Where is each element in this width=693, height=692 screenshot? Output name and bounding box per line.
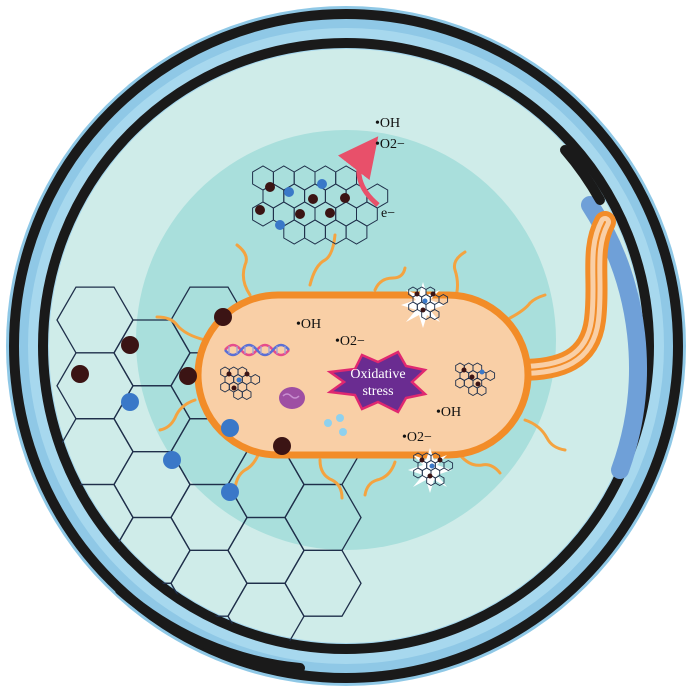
outside-o2-label: •O2−: [375, 137, 405, 152]
outside-oh-label: •OH: [375, 116, 400, 131]
small-graphene-dot: [317, 179, 327, 189]
nanoparticle-dot: [469, 374, 475, 380]
nanoparticle-dot: [419, 457, 425, 463]
dna-helix-icon: [224, 343, 290, 357]
graphene-dot: [121, 336, 139, 354]
nanoparticle-hex: [434, 474, 445, 487]
nanoparticle-hex: [429, 308, 440, 321]
nanoparticle-hex: [241, 388, 252, 401]
graphene-dot: [273, 437, 291, 455]
nanoparticle-dot: [422, 298, 428, 304]
nanoparticle-hex: [476, 384, 487, 397]
nanoparticle-dot: [461, 367, 467, 373]
small-graphene-dot: [275, 220, 285, 230]
small-graphene-dot: [308, 194, 318, 204]
graphene-hex: [284, 549, 362, 617]
graphene-dot: [214, 308, 232, 326]
graphene-dot: [163, 451, 181, 469]
graphene-dot: [179, 367, 197, 385]
nanoparticle-hex: [443, 459, 454, 472]
inside-o2-bottom-label: •O2−: [402, 430, 432, 445]
nanoparticle-dot: [429, 463, 435, 469]
graphene-dopant-dots: [71, 308, 291, 501]
electron-label: e−: [381, 206, 395, 221]
nanoparticle-dot: [427, 473, 433, 479]
nanoparticle-dot: [236, 377, 242, 383]
nanoparticle-hex: [438, 293, 449, 306]
small-graphene-dot: [325, 208, 335, 218]
nanoparticle-dot: [430, 291, 436, 297]
nanoparticle-dot: [414, 291, 420, 297]
stress-label-line2: stress: [362, 384, 393, 399]
nanoparticle-dot: [420, 307, 426, 313]
electron-arrow-icon: [337, 136, 380, 207]
small-graphene-dot: [255, 205, 265, 215]
inside-oh-bottom-label: •OH: [436, 405, 461, 420]
oxidative-stress-badge-icon: Oxidative stress: [326, 350, 428, 414]
graphene-dot: [221, 419, 239, 437]
graphene-dot: [121, 393, 139, 411]
nanoparticle-dot: [479, 369, 485, 375]
small-graphene-dot: [340, 193, 350, 203]
small-graphene-dot: [295, 209, 305, 219]
flagella: [155, 233, 567, 500]
graphene-dot: [71, 365, 89, 383]
nanoparticle-dot: [226, 371, 232, 377]
nanoparticle-dot: [437, 457, 443, 463]
inside-oh-top-label: •OH: [296, 317, 321, 332]
graphene-dot: [221, 483, 239, 501]
nanoparticle-hex: [250, 373, 261, 386]
nanoparticle-hex: [485, 369, 496, 382]
nanoparticle-dot: [475, 381, 481, 387]
small-graphene-dot: [284, 187, 294, 197]
nanoparticle-dot: [244, 371, 250, 377]
graphene-nanoparticles: [220, 362, 496, 401]
inside-o2-top-label: •O2−: [335, 334, 365, 349]
droplets-icon: [324, 414, 347, 436]
nanoparticle-dot: [231, 385, 237, 391]
organelle-icon: [279, 387, 305, 409]
stress-label-line1: Oxidative: [350, 367, 405, 382]
small-graphene-dot: [265, 182, 275, 192]
small-graphene-hex: [345, 219, 368, 245]
